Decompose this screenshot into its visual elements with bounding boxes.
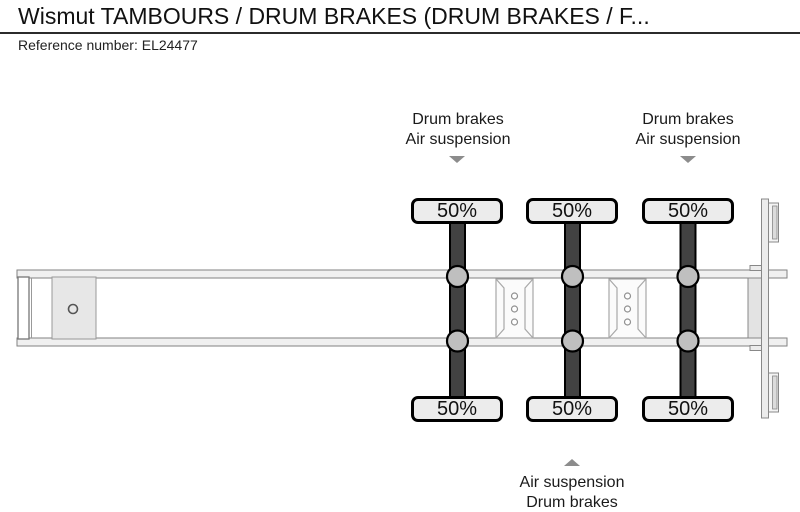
up-arrow-icon bbox=[564, 459, 580, 466]
kingpin bbox=[67, 303, 79, 315]
annotation-line: Drum brakes bbox=[526, 494, 618, 511]
annotation-line: Air suspension bbox=[635, 131, 741, 148]
wheel-hub-1-top bbox=[445, 264, 470, 289]
axle-load-badge-top-1: 50% bbox=[411, 198, 503, 224]
rear-frame-bar bbox=[761, 198, 769, 419]
axle-beam-2 bbox=[564, 221, 581, 399]
annotation-line: Drum brakes bbox=[412, 111, 504, 128]
wheel-hub-2-top bbox=[560, 264, 585, 289]
wheel-hub-1-bottom bbox=[445, 329, 470, 353]
annotation-top-axle3: Drum brakes Air suspension bbox=[636, 110, 741, 150]
rear-bracket-top bbox=[749, 265, 763, 271]
down-arrow-icon bbox=[680, 156, 696, 163]
annotation-line: Air suspension bbox=[519, 474, 625, 491]
wheel-hub-3-top bbox=[676, 264, 700, 289]
chassis-bottom-rail bbox=[16, 337, 788, 347]
title-divider bbox=[0, 32, 800, 34]
page-title: Wismut TAMBOURS / DRUM BRAKES (DRUM BRAK… bbox=[18, 3, 650, 29]
annotation-line: Air suspension bbox=[405, 131, 511, 148]
reference-number: Reference number: EL24477 bbox=[18, 37, 198, 53]
axle-load-badge-bottom-2: 50% bbox=[526, 396, 618, 422]
annotation-line: Drum brakes bbox=[642, 111, 734, 128]
axle-load-badge-top-2: 50% bbox=[526, 198, 618, 224]
axle-load-badge-bottom-1: 50% bbox=[411, 396, 503, 422]
annotation-bottom-axle2: Air suspension Drum brakes bbox=[520, 473, 625, 512]
cross-member-2 bbox=[608, 278, 647, 339]
annotation-top-axle1: Drum brakes Air suspension bbox=[406, 110, 511, 150]
rear-light-bottom bbox=[768, 372, 779, 413]
kingpin-plate bbox=[51, 276, 97, 340]
rear-light-top bbox=[768, 202, 779, 243]
axle-beam-1 bbox=[449, 221, 466, 399]
wheel-hub-2-bottom bbox=[560, 329, 585, 353]
down-arrow-icon bbox=[449, 156, 465, 163]
axle-beam-3 bbox=[679, 221, 697, 399]
cross-member-1 bbox=[495, 278, 534, 339]
chassis-top-rail bbox=[16, 269, 788, 279]
rear-bracket-bottom bbox=[749, 345, 763, 351]
axle-load-badge-top-3: 50% bbox=[642, 198, 734, 224]
wheel-hub-3-bottom bbox=[676, 329, 700, 353]
front-wall bbox=[17, 276, 30, 340]
axle-load-badge-bottom-3: 50% bbox=[642, 396, 734, 422]
